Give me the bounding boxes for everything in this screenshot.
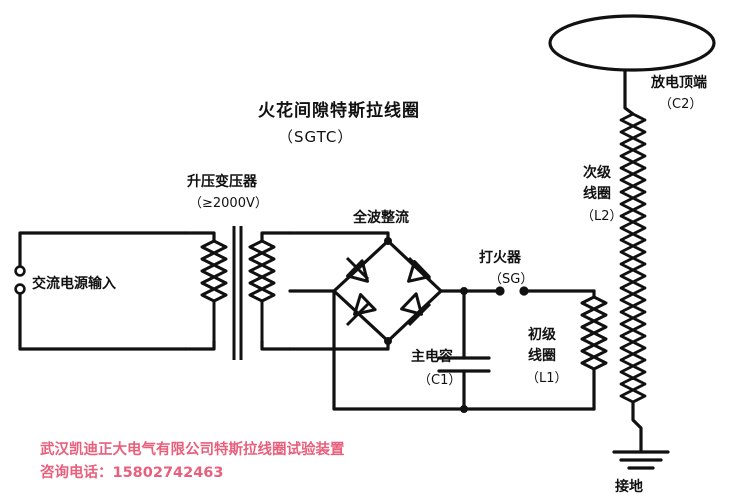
transformer-primary-lead-bottom xyxy=(184,339,216,351)
ground-lead xyxy=(631,400,643,454)
rectifier-diamond-frame xyxy=(332,239,443,343)
diode-lower-left xyxy=(345,293,377,327)
diode-upper-left xyxy=(345,256,370,283)
secondary-coil-l2: 放电顶端 （C2） xyxy=(548,14,716,404)
primary-coil-winding xyxy=(580,295,608,371)
main-capacitor-section: 主电容 （C1） xyxy=(332,287,596,413)
spark-gap-label: 打火器 xyxy=(479,249,522,266)
diode-lower-right xyxy=(400,292,432,327)
watermark-line-2: 咨询电话：15802742463 xyxy=(40,465,224,481)
rectifier-top-feed xyxy=(288,231,390,243)
rectifier-top-node xyxy=(384,237,392,245)
bridge-rectifier: 全波整流 xyxy=(288,209,443,351)
spark-gap-ref-label: （SG） xyxy=(489,272,533,287)
top-load-down-lead xyxy=(623,68,635,116)
ground-connection: 接地 xyxy=(612,400,670,495)
ground-label: 接地 xyxy=(615,478,643,495)
secondary-coil-winding xyxy=(619,112,647,404)
transformer-secondary-lead-bottom xyxy=(260,339,292,351)
transformer-secondary-lead-top xyxy=(260,231,292,243)
rectifier-bottom-feed xyxy=(288,339,390,351)
ac-input-top-wire xyxy=(18,231,188,273)
spark-gap[interactable]: 打火器 （SG） xyxy=(479,249,596,296)
watermark-block: 武汉凯迪正大电气有限公司特斯拉线圈试验装置 咨询电话：15802742463 xyxy=(40,438,345,482)
rectifier-label: 全波整流 xyxy=(352,209,409,226)
step-up-transformer: 升压变压器 （≥2000V） xyxy=(184,173,292,360)
top-load-ref-label: （C2） xyxy=(659,97,702,112)
ac-input-bottom-wire xyxy=(18,287,188,351)
rectifier-bottom-node xyxy=(384,337,392,345)
transformer-secondary-winding xyxy=(248,239,276,343)
secondary-coil-label-line2: 线圈 xyxy=(583,185,611,202)
ac-input-section: 交流电源输入 xyxy=(14,231,188,351)
primary-coil-label-line1: 初级 xyxy=(528,326,557,343)
primary-coil-l1: 初级 线圈 （L1） xyxy=(526,289,608,411)
primary-coil-ref-label: （L1） xyxy=(526,371,568,386)
top-load-label: 放电顶端 xyxy=(650,74,707,91)
transformer-primary-lead-top xyxy=(184,231,216,243)
secondary-coil-ref-label: （L2） xyxy=(581,209,623,224)
top-load-toroid xyxy=(548,14,716,72)
transformer-rating-label: （≥2000V） xyxy=(189,196,268,211)
transformer-label: 升压变压器 xyxy=(187,173,258,190)
transformer-primary-winding xyxy=(200,239,228,343)
ac-terminal-bottom[interactable] xyxy=(14,283,26,295)
dc-negative-rail xyxy=(332,347,596,411)
secondary-coil-label-line1: 次级 xyxy=(583,164,612,181)
ac-terminal-top[interactable] xyxy=(14,265,26,277)
primary-coil-label-line2: 线圈 xyxy=(528,347,556,364)
diagram-title-abbrev: （SGTC） xyxy=(278,128,353,146)
capacitor-label: 主电容 xyxy=(411,348,453,365)
ac-input-label: 交流电源输入 xyxy=(32,275,116,292)
capacitor-ref-label: （C1） xyxy=(418,373,461,388)
capacitor-top-node xyxy=(460,287,468,295)
diagram-title: 火花间隙特斯拉线圈 xyxy=(258,100,420,121)
capacitor-bottom-node xyxy=(460,405,468,413)
spark-gap-electrode-left[interactable] xyxy=(495,286,505,296)
watermark-line-1: 武汉凯迪正大电气有限公司特斯拉线圈试验装置 xyxy=(40,442,345,458)
diode-upper-right xyxy=(407,256,432,283)
